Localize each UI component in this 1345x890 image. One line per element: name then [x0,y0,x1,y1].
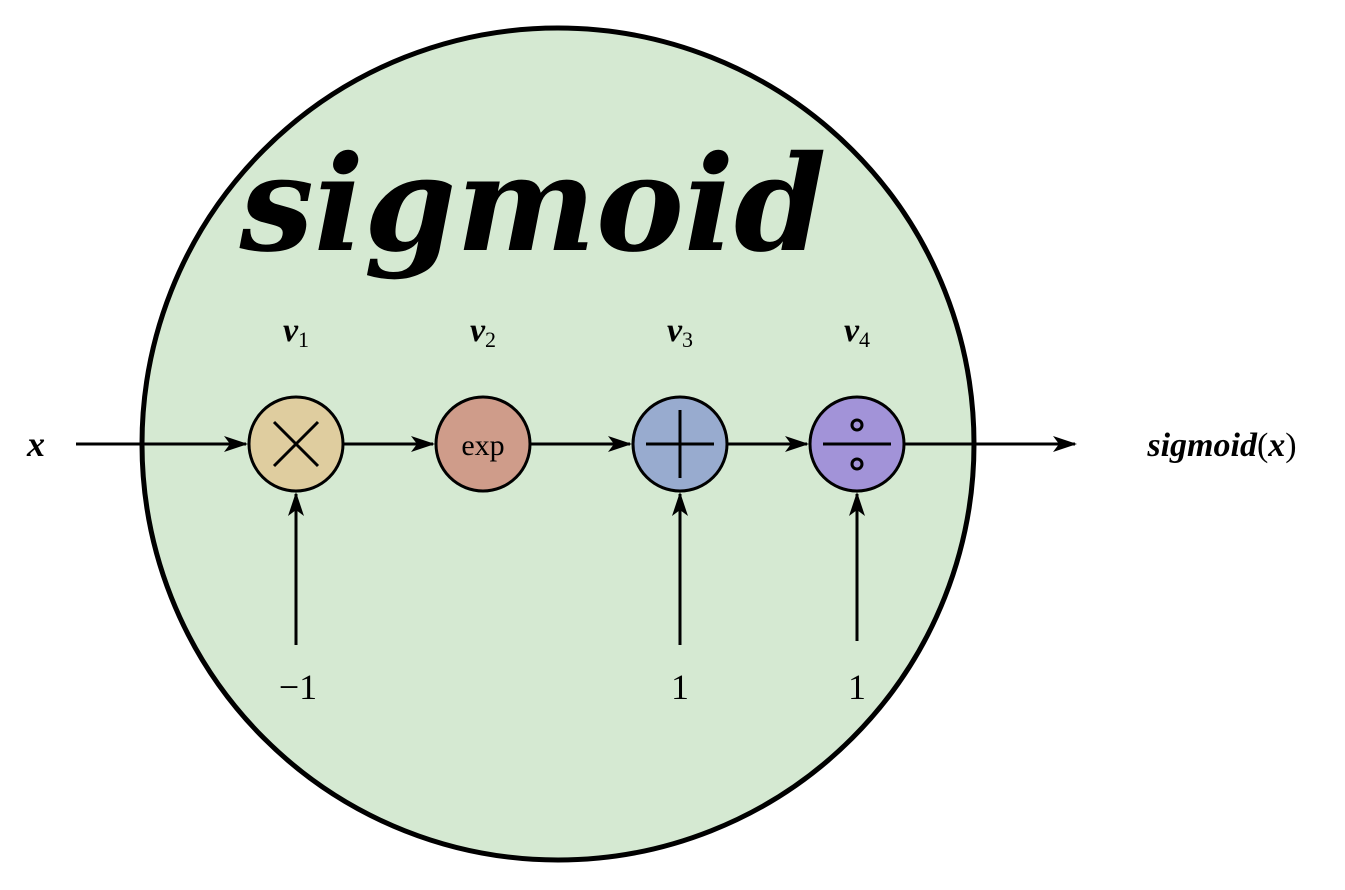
output-label-close-paren: ) [1285,427,1296,464]
node-v4-label: v4 [844,312,870,352]
node-v4: v4 1 [808,312,906,707]
output-label-open-paren: ( [1257,427,1268,464]
node-v3-constant: 1 [671,667,689,707]
multiply-icon [272,420,320,468]
output-label-arg: x [1267,427,1285,464]
node-v4-constant: 1 [848,667,866,707]
divide-icon [823,418,891,471]
node-v1: v1 −1 [247,312,345,707]
node-v1-constant: −1 [279,667,317,707]
node-v1-label: v1 [283,312,309,352]
input-label: x [26,424,45,464]
node-v2-label: v2 [470,312,496,352]
output-label: sigmoid(x) [1146,427,1296,464]
node-v2-circle [434,395,532,493]
plus-icon [646,410,714,478]
diagram-title: sigmoid [239,127,827,282]
output-label-name: sigmoid [1146,427,1258,464]
node-v2: v2 exp [434,312,532,493]
node-v2-op-text: exp [461,429,504,462]
node-v3: v3 1 [631,312,729,707]
node-v3-label: v3 [667,312,693,352]
